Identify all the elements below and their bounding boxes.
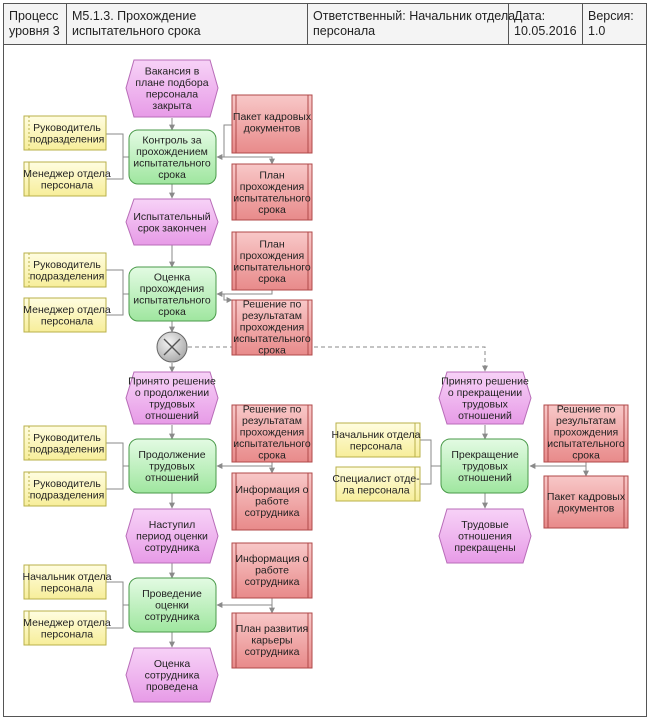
function-trial-evaluation bbox=[128, 266, 217, 322]
role-hr-manager-2 bbox=[23, 297, 107, 333]
role-unit-head-3 bbox=[23, 425, 107, 461]
function-continue-relations bbox=[128, 438, 217, 494]
edge-d1-f1 bbox=[216, 124, 232, 160]
edge-d3-f2 bbox=[216, 290, 273, 297]
event-trial-ended bbox=[125, 198, 219, 246]
role-hr-head-2 bbox=[23, 564, 107, 600]
edge-roles-f1 bbox=[106, 133, 129, 180]
function-conduct-evaluation bbox=[128, 577, 217, 633]
edge-f2-d4 bbox=[223, 294, 233, 303]
edge-roles-f3 bbox=[106, 442, 129, 490]
role-hr-manager-1 bbox=[23, 161, 107, 197]
event-relations-terminated bbox=[438, 508, 532, 564]
event-evaluation-done bbox=[125, 647, 219, 703]
edge-d5-f3 bbox=[216, 462, 273, 469]
event-vacancy-closed bbox=[125, 59, 219, 118]
edge-roles-f4 bbox=[420, 439, 441, 485]
role-unit-head-2 bbox=[23, 252, 107, 288]
edge-roles-f2 bbox=[106, 269, 129, 316]
header-cell-version bbox=[582, 3, 647, 45]
role-unit-head-1 bbox=[23, 115, 107, 151]
event-decision-continue bbox=[125, 371, 219, 425]
edge-f3-d6 bbox=[224, 465, 275, 474]
header-version: Версия:1.0 bbox=[588, 9, 634, 38]
role-hr-manager-3 bbox=[23, 610, 107, 646]
function-terminate-relations bbox=[440, 438, 529, 494]
edge-f4-d8 bbox=[540, 465, 589, 477]
edge-f5-d10 bbox=[224, 604, 275, 614]
xor-cross-icon bbox=[163, 338, 181, 356]
header-cell-responsible bbox=[307, 3, 509, 45]
outer-frame bbox=[3, 3, 647, 717]
edge-d7-f4 bbox=[529, 462, 587, 469]
function-trial-control bbox=[128, 129, 217, 185]
role-hr-specialist-label: Специалист отде-ла персонала bbox=[332, 473, 420, 497]
event-evaluation-period bbox=[125, 508, 219, 564]
role-unit-head-4 bbox=[23, 471, 107, 507]
header-date: Дата:10.05.2016 bbox=[514, 9, 577, 38]
role-hr-head-1 bbox=[335, 422, 421, 458]
header-cell-name bbox=[66, 3, 308, 45]
role-hr-specialist bbox=[335, 466, 421, 502]
event-decision-terminate bbox=[438, 371, 532, 425]
edge-roles-f5 bbox=[106, 581, 129, 629]
header-cell-level bbox=[3, 3, 67, 45]
edge-f1-d2 bbox=[224, 156, 275, 165]
edge-d9-f5 bbox=[216, 598, 273, 608]
xor-gateway bbox=[156, 331, 188, 363]
